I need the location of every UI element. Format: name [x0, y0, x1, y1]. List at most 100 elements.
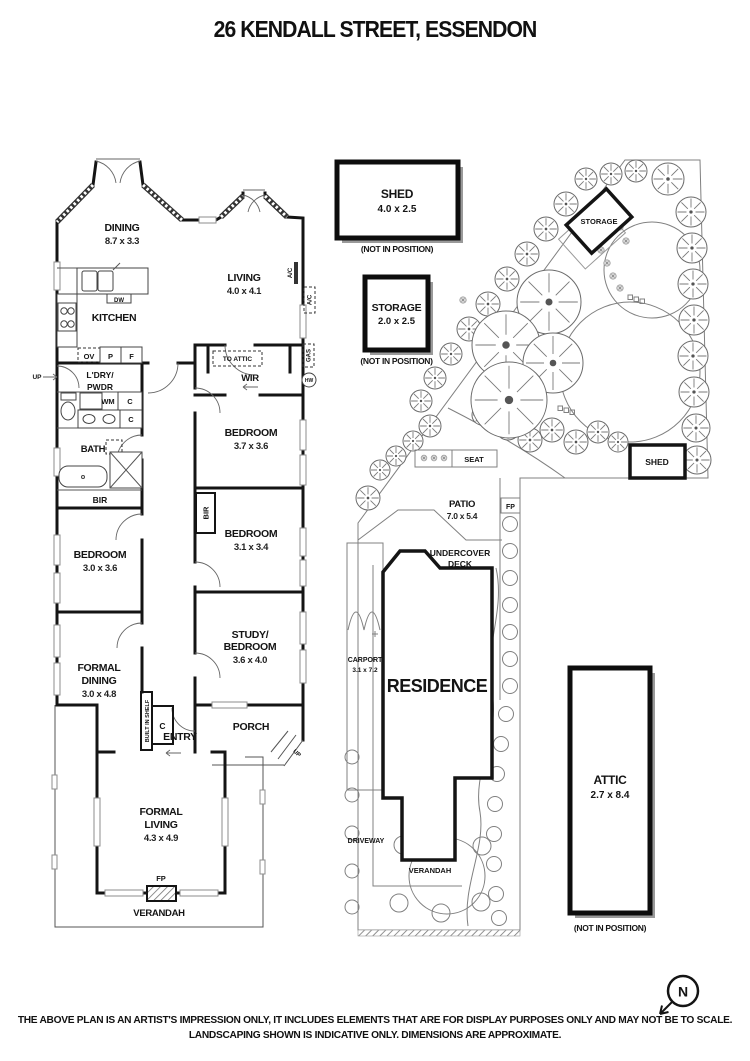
inset-shed-label: SHED	[381, 187, 414, 201]
bedroom2-dims: 3.1 x 3.4	[234, 542, 269, 553]
bath-bir-label: BIR	[93, 495, 108, 505]
residence-outline	[381, 549, 494, 862]
site-fp-label: FP	[506, 504, 515, 511]
fireplace-box	[146, 885, 177, 902]
bedroom1-label: BEDROOM	[225, 427, 278, 439]
deck-label-2: DECK	[448, 559, 473, 569]
bedroom3-dims: 3.0 x 3.6	[83, 563, 117, 574]
site-bottom-edge	[357, 929, 521, 937]
study-label-2: BEDROOM	[224, 641, 277, 653]
seat-box	[451, 449, 498, 468]
compass-arrow	[659, 1001, 673, 1015]
wall-porch-top	[193, 703, 305, 754]
patio-label: PATIO	[449, 499, 475, 510]
site-shed-box	[628, 443, 687, 480]
seat-label: SEAT	[464, 455, 484, 464]
formal-dining-dims: 3.0 x 4.8	[82, 689, 116, 700]
patio-edge	[357, 509, 502, 541]
site-plan: STORAGE SHED SEAT FP RESIDENCE PATIO 7.0…	[344, 159, 712, 937]
formal-living-label-1: FORMAL	[139, 806, 183, 818]
lawn-edge-curve	[447, 407, 566, 479]
inset-attic-nip: (NOT IN POSITION)	[574, 923, 647, 933]
entry-closet-box	[151, 705, 174, 745]
living-dims: 4.0 x 4.1	[227, 286, 262, 297]
paver-marks	[557, 294, 645, 415]
patio-dims: 7.0 x 5.4	[447, 511, 478, 521]
up-label: UP	[32, 374, 42, 381]
kitchen-label: KITCHEN	[92, 312, 137, 324]
site-verandah-label: VERANDAH	[409, 866, 452, 875]
floor-plan: TO ATTIC WIR BIR BUILT IN SHELF C UP FP …	[32, 158, 317, 928]
entry-closet-label: C	[159, 721, 165, 731]
wm-label: WM	[101, 397, 114, 406]
formal-living-dims: 4.3 x 4.9	[144, 833, 178, 844]
p-label: P	[108, 352, 113, 361]
fireplace-label: FP	[156, 874, 166, 883]
ac-unit-1	[294, 262, 298, 284]
site-shed-label: SHED	[645, 457, 669, 467]
gas-label: GAS	[307, 349, 313, 362]
carport-dims: 3.1 x 7.2	[352, 667, 378, 674]
to-attic-label: TO ATTIC	[223, 356, 252, 363]
compass-north-label: N	[678, 984, 688, 1000]
inset-attic-label: ATTIC	[594, 773, 628, 787]
windows	[53, 216, 307, 897]
bath-fixtures	[57, 391, 143, 491]
hw-label: HW	[305, 378, 314, 384]
disclaimer-line-2: LANDSCAPING SHOWN IS INDICATIVE ONLY. DI…	[188, 1029, 562, 1041]
compass: N	[659, 974, 700, 1015]
carport-gate	[347, 611, 381, 637]
living-label: LIVING	[227, 272, 260, 284]
residence-eave-line	[372, 565, 462, 887]
deck-label-1: UNDERCOVER	[430, 548, 490, 558]
wall-wir	[193, 343, 305, 397]
inset-storage-label: STORAGE	[372, 302, 422, 314]
bir-strip-label: BIR	[202, 506, 211, 520]
residence-label: RESIDENCE	[387, 676, 488, 696]
bir-strip-box	[195, 492, 216, 534]
porch-label: PORCH	[233, 721, 269, 733]
bath-label: BATH	[81, 444, 106, 455]
fp-verandah-label: VERANDAH	[133, 908, 185, 919]
porch-up-label: UP	[291, 749, 301, 759]
dining-dims: 8.7 x 3.3	[105, 236, 139, 247]
formal-living-label-2: LIVING	[144, 819, 177, 831]
study-dims: 3.6 x 4.0	[233, 655, 267, 666]
kitchen-fixtures	[56, 262, 149, 364]
laundry-label-1: L'DRY/	[86, 370, 114, 380]
f-label: F	[129, 352, 134, 361]
dining-label: DINING	[105, 222, 140, 234]
dw-label: DW	[114, 298, 124, 304]
hw-circle	[301, 372, 317, 388]
bedroom3-label: BEDROOM	[74, 549, 127, 561]
ac-box-2	[303, 286, 316, 314]
built-in-shelf-label: BUILT IN SHELF	[145, 699, 151, 742]
laundry-label-2: PWDR	[87, 382, 113, 392]
ov-label: OV	[84, 352, 95, 361]
formal-dining-label-2: DINING	[82, 675, 117, 687]
inset-storage-dims: 2.0 x 2.5	[378, 316, 416, 327]
floorplan-fill	[57, 161, 303, 893]
site-fp-box	[500, 497, 521, 514]
bay-window-walls	[55, 182, 289, 224]
page-title: 26 KENDALL STREET, ESSENDON	[213, 16, 538, 42]
inset-attic: ATTIC 2.7 x 8.4 (NOT IN POSITION)	[567, 665, 655, 933]
entry-arrow	[165, 749, 181, 757]
ac-label-1: A/C	[288, 267, 294, 278]
compass-circle	[666, 974, 700, 1008]
inset-shed-dims: 4.0 x 2.5	[378, 204, 417, 215]
inset-attic-dims: 2.7 x 8.4	[591, 790, 630, 801]
site-storage-label: STORAGE	[581, 217, 618, 226]
formal-dining-label-1: FORMAL	[77, 662, 121, 674]
door-arcs	[56, 158, 266, 732]
to-attic-box	[212, 350, 263, 367]
inset-storage-nip: (NOT IN POSITION)	[360, 356, 433, 366]
site-storage-box: STORAGE	[563, 186, 635, 256]
up-arrow	[43, 373, 58, 381]
wall-bed3	[55, 506, 144, 614]
lawn-circle-top	[603, 221, 701, 319]
entry-label: ENTRY	[163, 731, 197, 743]
bedroom2-label: BEDROOM	[225, 528, 278, 540]
